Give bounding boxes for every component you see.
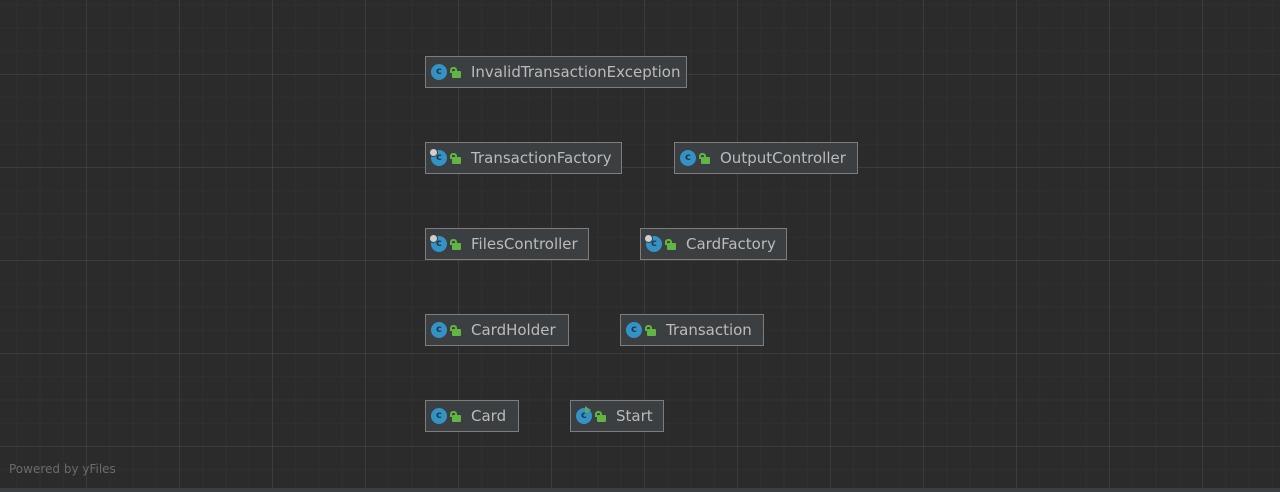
class-node-invalidtransactionexception[interactable]: c InvalidTransactionException	[425, 56, 687, 88]
class-node-label: CardFactory	[686, 235, 776, 253]
class-node-label: CardHolder	[471, 321, 556, 339]
class-node-cardholder[interactable]: c CardHolder	[425, 314, 569, 346]
public-lock-icon	[645, 324, 656, 336]
class-icon: c	[680, 150, 696, 166]
class-node-transactionfactory[interactable]: c TransactionFactory	[425, 142, 622, 174]
class-node-label: OutputController	[720, 149, 846, 167]
class-node-filescontroller[interactable]: c FilesController	[425, 228, 589, 260]
class-node-start[interactable]: c Start	[570, 400, 664, 432]
class-node-label: Start	[616, 407, 653, 425]
class-icon: c	[626, 322, 642, 338]
yfiles-watermark: Powered by yFiles	[9, 462, 116, 476]
class-node-transaction[interactable]: c Transaction	[620, 314, 764, 346]
class-node-cardfactory[interactable]: c CardFactory	[640, 228, 787, 260]
class-icon: c	[429, 234, 447, 252]
public-lock-icon	[665, 238, 676, 250]
public-lock-icon	[450, 152, 461, 164]
class-node-outputcontroller[interactable]: c OutputController	[674, 142, 858, 174]
class-node-label: Card	[471, 407, 507, 425]
bottom-edge-strip	[0, 488, 1280, 492]
class-node-label: InvalidTransactionException	[471, 63, 681, 81]
class-icon: c	[644, 234, 662, 252]
class-node-label: Transaction	[666, 321, 752, 339]
class-icon: c	[431, 408, 447, 424]
class-icon: c	[431, 64, 447, 80]
public-lock-icon	[595, 410, 606, 422]
class-icon: c	[429, 148, 447, 166]
class-icon: c	[431, 322, 447, 338]
public-lock-icon	[450, 410, 461, 422]
class-node-label: FilesController	[471, 235, 578, 253]
public-lock-icon	[450, 324, 461, 336]
runnable-class-icon: c	[576, 406, 592, 424]
public-lock-icon	[450, 238, 461, 250]
public-lock-icon	[699, 152, 710, 164]
public-lock-icon	[450, 66, 461, 78]
class-node-card[interactable]: c Card	[425, 400, 519, 432]
class-node-label: TransactionFactory	[471, 149, 612, 167]
